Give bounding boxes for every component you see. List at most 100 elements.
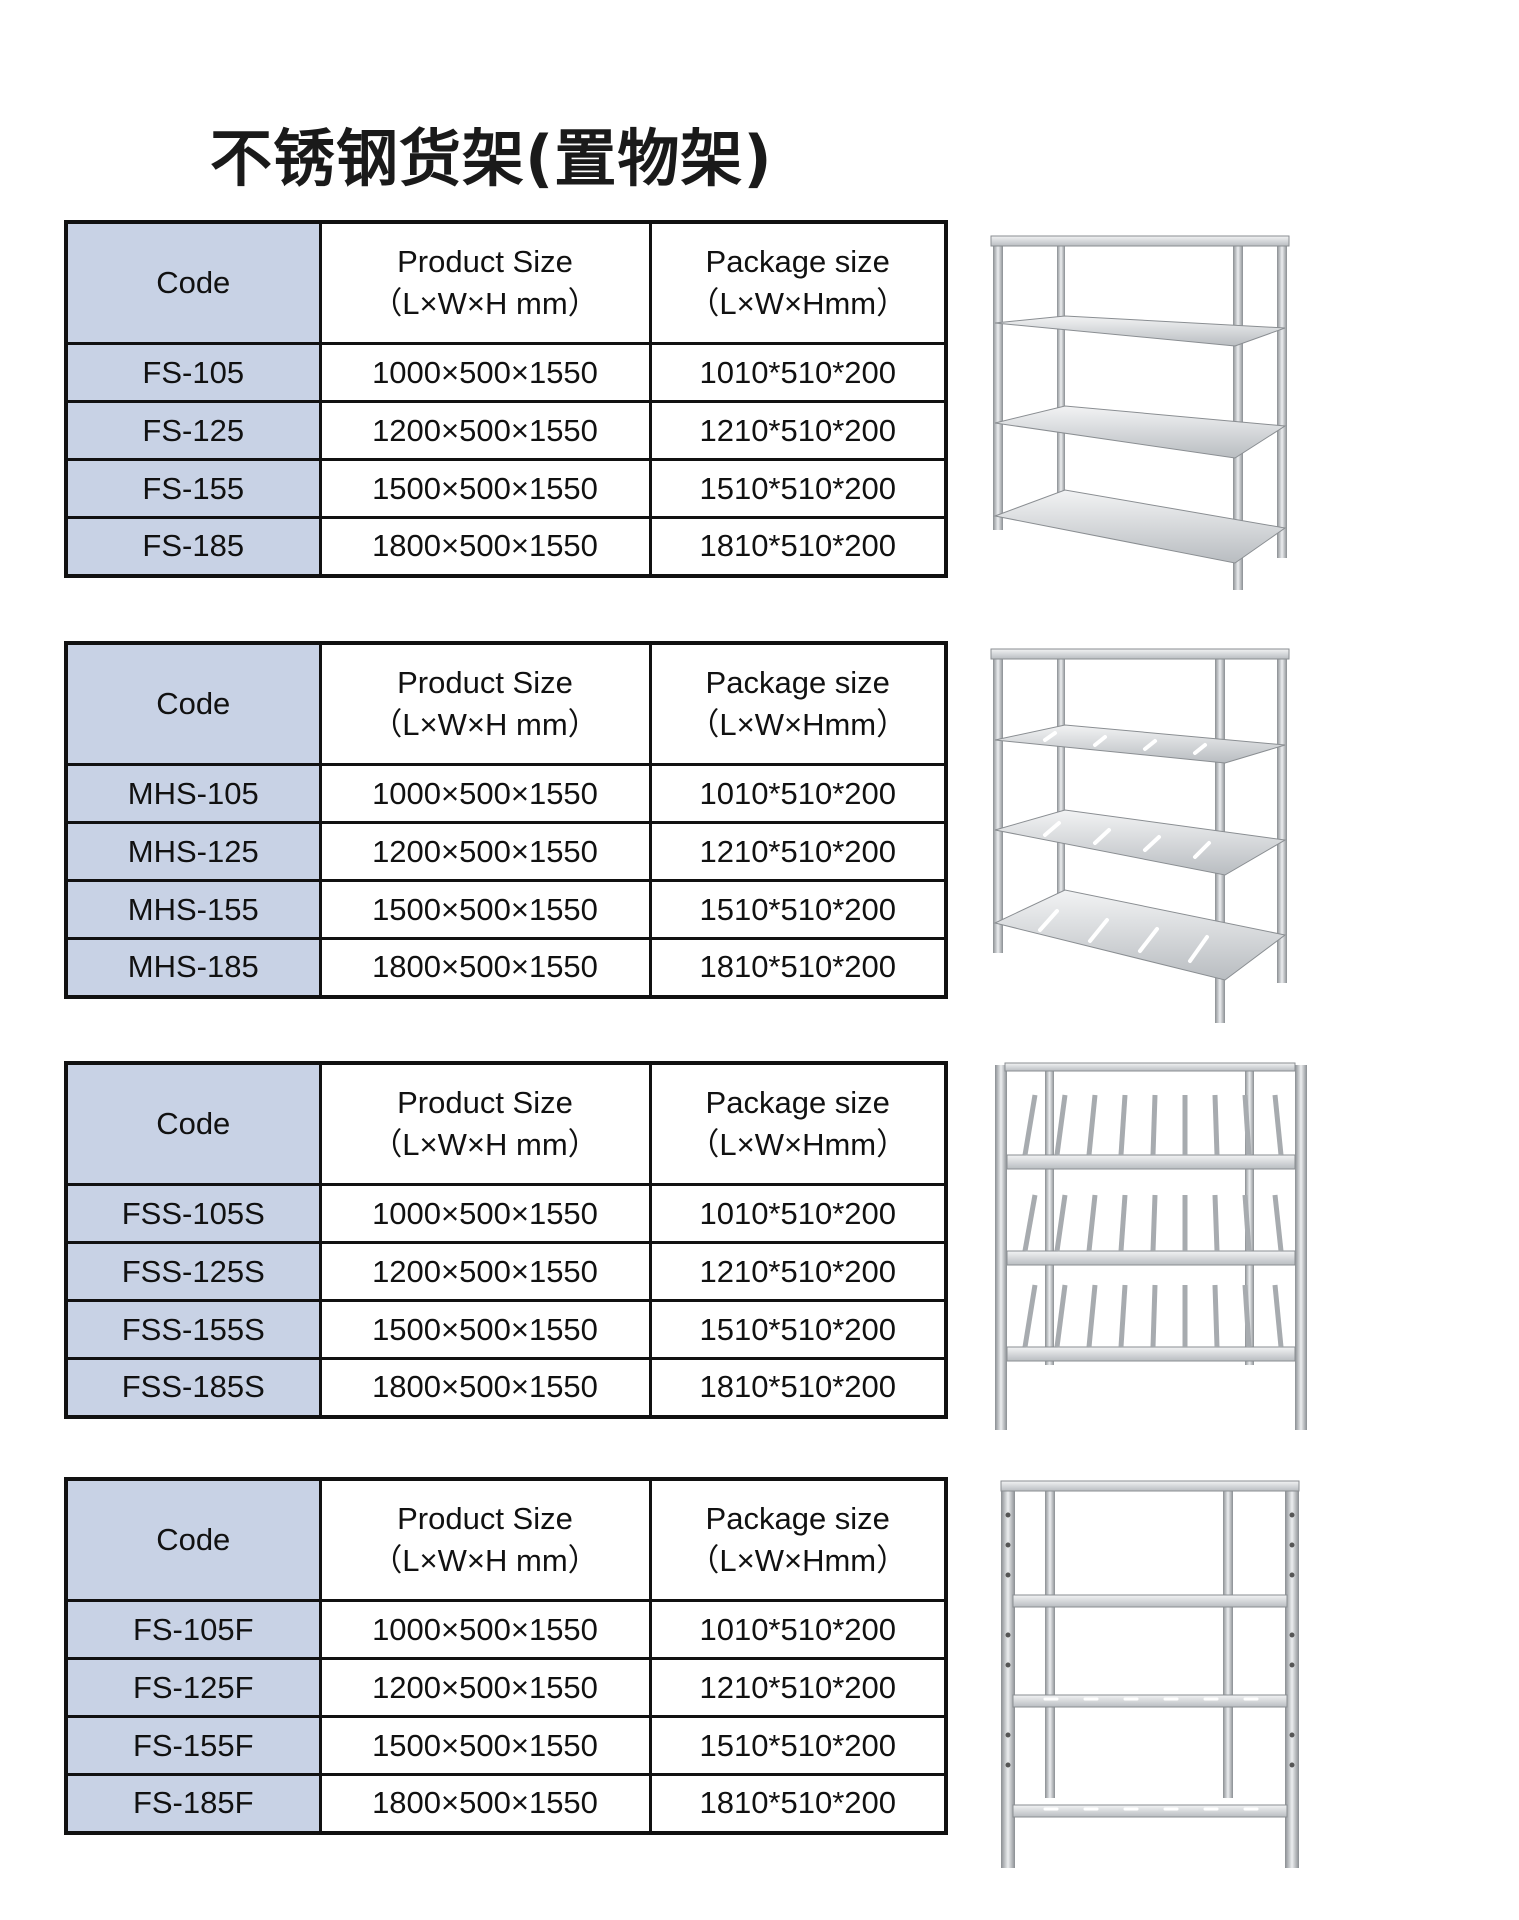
code-cell: FS-185 (64, 516, 322, 577)
table-header-row: Code Product Size（L×W×H mm） Package size… (64, 1061, 948, 1186)
package-size-cell: 1510*510*200 (648, 458, 948, 519)
slotted-shelf-rack-image (990, 648, 1290, 1023)
product-size-label: Product Size (397, 1501, 573, 1537)
code-cell: MHS-185 (64, 937, 322, 998)
product-size-cell: 1800×500×1550 (318, 937, 652, 998)
package-size-label: Package size (705, 1085, 890, 1121)
adjustable-perforated-rack-image (1000, 1480, 1300, 1868)
code-cell: FSS-105S (64, 1183, 322, 1244)
code-cell: MHS-155 (64, 879, 322, 940)
package-size-header: Package size （L×W×Hmm） (648, 1477, 948, 1602)
product-size-cell: 1500×500×1550 (318, 458, 652, 519)
code-cell: FSS-185S (64, 1357, 322, 1418)
package-size-cell: 1810*510*200 (648, 1773, 948, 1834)
code-cell: FS-185F (64, 1773, 322, 1834)
package-size-cell: 1810*510*200 (648, 937, 948, 998)
code-cell: MHS-105 (64, 763, 322, 824)
package-size-unit: （L×W×Hmm） (688, 1543, 908, 1578)
product-size-cell: 1800×500×1550 (318, 1773, 652, 1834)
product-size-cell: 1200×500×1550 (318, 1657, 652, 1718)
package-size-cell: 1210*510*200 (648, 1241, 948, 1302)
spec-table-fss: Code Product Size（L×W×H mm） Package size… (64, 1061, 948, 1419)
package-size-cell: 1010*510*200 (648, 1183, 948, 1244)
package-size-unit: （L×W×Hmm） (688, 286, 908, 321)
product-size-cell: 1200×500×1550 (318, 1241, 652, 1302)
page-title: 不锈钢货架(置物架) (210, 122, 773, 195)
product-size-cell: 1200×500×1550 (318, 400, 652, 461)
package-size-cell: 1510*510*200 (648, 1299, 948, 1360)
product-size-header: Product Size（L×W×H mm） (318, 1061, 652, 1186)
product-size-cell: 1000×500×1550 (318, 342, 652, 403)
table-header-row: Code Product Size（L×W×H mm） Package size… (64, 220, 948, 345)
package-size-label: Package size (705, 244, 890, 280)
product-size-cell: 1800×500×1550 (318, 516, 652, 577)
package-size-header: Package size （L×W×Hmm） (648, 641, 948, 766)
package-size-cell: 1210*510*200 (648, 1657, 948, 1718)
table-header-row: Code Product Size（L×W×H mm） Package size… (64, 1477, 948, 1602)
product-size-label: Product Size (397, 665, 573, 701)
package-size-cell: 1210*510*200 (648, 821, 948, 882)
package-size-header: Package size （L×W×Hmm） (648, 220, 948, 345)
package-size-cell: 1510*510*200 (648, 1715, 948, 1776)
product-size-cell: 1500×500×1550 (318, 1299, 652, 1360)
code-cell: FS-125 (64, 400, 322, 461)
product-size-cell: 1500×500×1550 (318, 879, 652, 940)
code-cell: FS-105F (64, 1599, 322, 1660)
product-size-unit: （L×W×H mm） (371, 1127, 599, 1162)
spec-table-fs: Code Product Size（L×W×H mm） Package size… (64, 220, 948, 578)
code-cell: FSS-155S (64, 1299, 322, 1360)
package-size-cell: 1210*510*200 (648, 400, 948, 461)
product-size-cell: 1000×500×1550 (318, 1599, 652, 1660)
product-size-header: Product Size（L×W×H mm） (318, 220, 652, 345)
package-size-cell: 1510*510*200 (648, 879, 948, 940)
code-cell: FS-125F (64, 1657, 322, 1718)
product-size-header: Product Size（L×W×H mm） (318, 1477, 652, 1602)
code-header: Code (64, 641, 322, 766)
product-size-cell: 1000×500×1550 (318, 763, 652, 824)
package-size-label: Package size (705, 1501, 890, 1537)
product-size-header: Product Size （L×W×H mm） (318, 641, 652, 766)
product-size-cell: 1800×500×1550 (318, 1357, 652, 1418)
product-size-unit: （L×W×H mm） (371, 707, 599, 742)
package-size-cell: 1010*510*200 (648, 342, 948, 403)
package-size-header: Package size （L×W×Hmm） (648, 1061, 948, 1186)
code-cell: FSS-125S (64, 1241, 322, 1302)
product-size-cell: 1200×500×1550 (318, 821, 652, 882)
product-size-cell: 1500×500×1550 (318, 1715, 652, 1776)
package-size-unit: （L×W×Hmm） (688, 707, 908, 742)
bar-shelf-rack-image (995, 1062, 1307, 1430)
product-size-label: Product Size (397, 244, 573, 280)
product-size-cell: 1000×500×1550 (318, 1183, 652, 1244)
spec-table-fs-f: Code Product Size（L×W×H mm） Package size… (64, 1477, 948, 1835)
code-header: Code (64, 220, 322, 345)
package-size-cell: 1010*510*200 (648, 763, 948, 824)
code-cell: FS-155 (64, 458, 322, 519)
spec-table-mhs: Code Product Size （L×W×H mm） Package size… (64, 641, 948, 999)
code-cell: FS-155F (64, 1715, 322, 1776)
table-header-row: Code Product Size （L×W×H mm） Package size… (64, 641, 948, 766)
package-size-unit: （L×W×Hmm） (688, 1127, 908, 1162)
package-size-cell: 1810*510*200 (648, 1357, 948, 1418)
code-cell: MHS-125 (64, 821, 322, 882)
code-header: Code (64, 1061, 322, 1186)
solid-shelf-rack-image (990, 235, 1290, 590)
package-size-label: Package size (705, 665, 890, 701)
code-cell: FS-105 (64, 342, 322, 403)
code-header: Code (64, 1477, 322, 1602)
